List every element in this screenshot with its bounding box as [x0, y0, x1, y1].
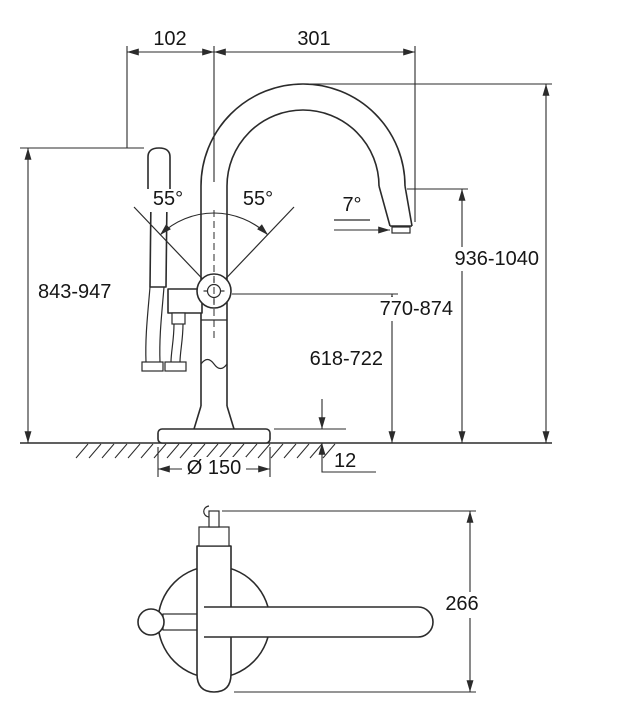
plan-body: [137, 505, 434, 693]
shower-head: [147, 147, 171, 197]
dim-label-spout-angle: 7°: [342, 194, 361, 216]
label-backing: [182, 457, 246, 481]
floor-hatch: [75, 443, 336, 459]
spout-tip: [378, 185, 413, 234]
plan-view: 266: [137, 505, 492, 693]
lever-swing-lines: [133, 206, 295, 292]
dim-label-height-handle: 618-722: [310, 348, 383, 370]
dim-label-depth: 266: [445, 593, 478, 615]
dim-label-base-diameter: Ø 150: [187, 457, 241, 479]
dim-label-width-right: 301: [297, 28, 330, 50]
spout-bar: [204, 606, 434, 638]
label-backing: [237, 189, 279, 212]
plan-dimension-labels: 266: [436, 592, 492, 618]
label-backing: [147, 189, 189, 212]
height-break-squiggle: [200, 358, 228, 370]
dim-label-height-total: 936-1040: [454, 248, 539, 270]
side-view: 102 301 843-947 936-1040 770-874 618-722…: [20, 28, 552, 481]
hose-fitting: [164, 361, 187, 372]
dim-label-angle-right: 55°: [243, 188, 273, 210]
label-backing: [294, 347, 387, 371]
dim-label-base-thickness: 12: [334, 450, 356, 472]
temperature-knob: [137, 608, 165, 636]
hoses: [141, 286, 187, 372]
label-backing: [436, 592, 492, 618]
hex-nut: [171, 312, 186, 325]
dim-label-height-spout: 770-874: [380, 298, 453, 320]
hose-fitting: [141, 361, 164, 372]
dim-label-angle-left: 55°: [153, 188, 183, 210]
label-backing: [364, 297, 457, 321]
hand-shower: [147, 147, 171, 288]
dim-label-height-shower: 843-947: [38, 281, 111, 303]
base-plate: [157, 428, 271, 444]
dimension-labels: 102 301 843-947 936-1040 770-874 618-722…: [34, 28, 541, 481]
label-backing: [334, 194, 370, 216]
aerator: [391, 226, 411, 234]
dimension-lines: [20, 46, 552, 477]
plan-hand-shower: [198, 505, 230, 547]
label-backing: [34, 281, 126, 304]
dim-label-width-left: 102: [153, 28, 186, 50]
label-backing: [444, 247, 541, 271]
knob-stem: [162, 613, 199, 631]
spout-outer-arc: [200, 83, 406, 187]
spout-inner-arc: [226, 109, 380, 187]
